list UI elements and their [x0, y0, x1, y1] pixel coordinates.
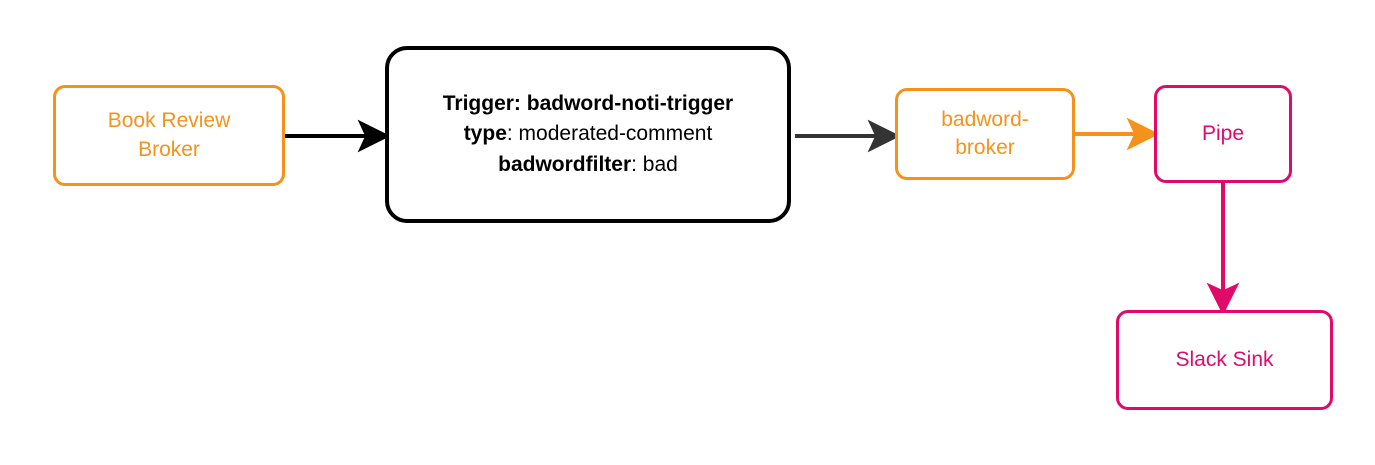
node-book-review-broker[interactable]: Book Review Broker	[53, 85, 285, 186]
node-trigger-line-3-key: badwordfilter	[498, 152, 632, 176]
node-trigger-line-2-value: : moderated-comment	[506, 122, 713, 146]
node-pipe-label: Pipe	[1201, 121, 1245, 145]
node-badword-broker[interactable]: badword- broker	[895, 88, 1075, 180]
node-badword-broker-label-line1: badword-	[941, 107, 1029, 131]
node-trigger[interactable]: Trigger: badword-noti-trigger type: mode…	[385, 46, 791, 223]
node-trigger-line-3-value: : bad	[631, 152, 678, 176]
node-trigger-label: Trigger: badword-noti-trigger type: mode…	[389, 89, 787, 180]
node-book-review-broker-label-line1: Book Review	[107, 109, 231, 133]
node-badword-broker-label: badword- broker	[941, 106, 1029, 163]
node-trigger-line-1: Trigger: badword-noti-trigger	[405, 89, 771, 119]
node-badword-broker-label-line2: broker	[955, 136, 1015, 159]
node-pipe[interactable]: Pipe	[1154, 85, 1292, 183]
node-book-review-broker-label: Book Review Broker	[108, 107, 231, 164]
node-trigger-line-2: type: moderated-comment	[405, 119, 771, 149]
node-book-review-broker-label-line2: Broker	[138, 137, 200, 161]
node-slack-sink-label: Slack Sink	[1175, 347, 1274, 371]
node-trigger-line-2-key: type	[463, 122, 507, 146]
node-trigger-line-3: badwordfilter: bad	[405, 150, 771, 180]
node-trigger-line-1-text: Trigger: badword-noti-trigger	[442, 91, 734, 115]
node-slack-sink[interactable]: Slack Sink	[1116, 310, 1333, 410]
